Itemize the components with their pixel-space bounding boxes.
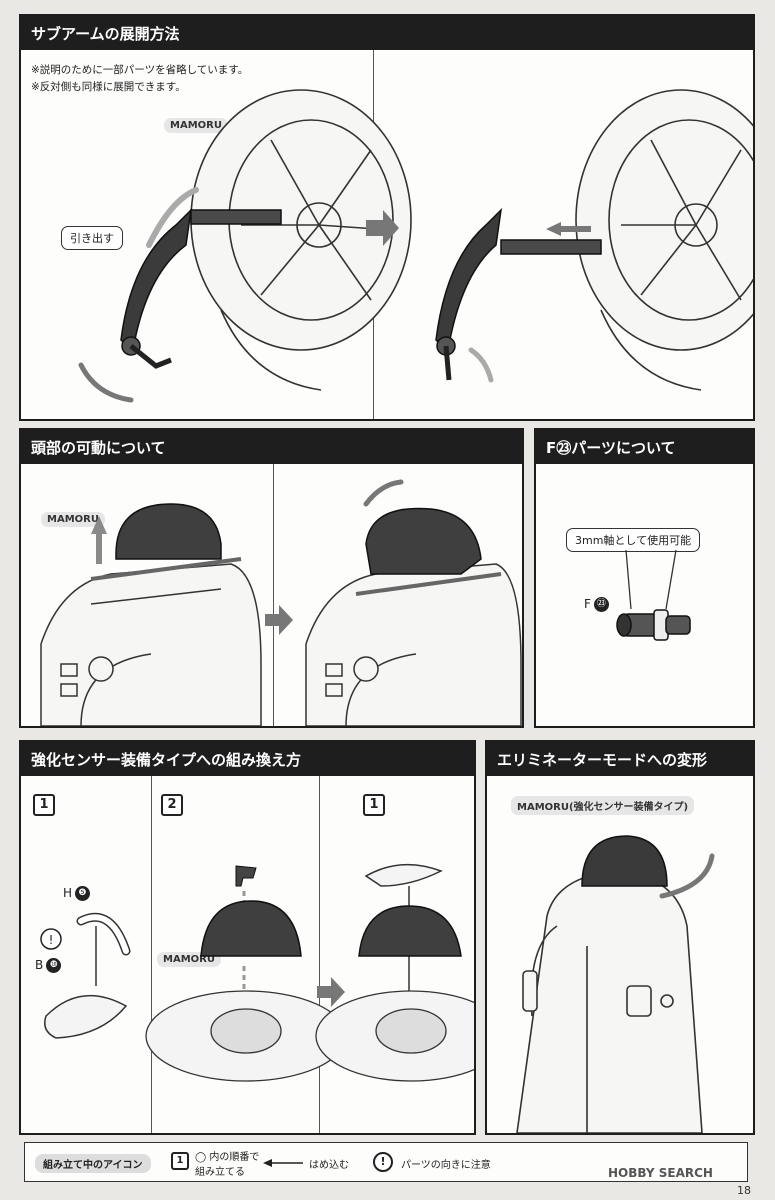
step-arrow-3 [317,977,345,1007]
sub-arm-panel: サブアームの展開方法 ※説明のために一部パーツを省略しています。 ※反対側も同様… [19,14,755,421]
head-mamoru-label: MAMORU [41,512,105,527]
head-rail-right [355,572,502,596]
sub-arm-note-1: ※説明のために一部パーツを省略しています。 [31,64,249,76]
insert-arrow-icon [263,1159,303,1167]
body-wheel-right [575,89,753,391]
tilt-arrow [363,479,404,507]
head-rail-left [90,557,242,581]
head-body-left [40,563,262,726]
sub-arm-mamoru-label: MAMORU [164,118,228,133]
dome-step3 [358,905,462,957]
part-b10-shape [44,994,128,1039]
sub-arm-note-2: ※反対側も同様に展開できます。 [31,81,186,93]
push-arrow [546,222,591,236]
legend-order-text-2: 組み立てる [195,1167,245,1178]
legend-order-text-1: ◯ 内の順番で [195,1152,260,1163]
sensor-illustration: ! [40,863,474,1082]
head-dome-right [365,507,482,575]
part-h-letter: H [63,886,73,900]
eliminator-illustration [516,835,715,1133]
eliminator-head [581,835,668,887]
eliminator-title: エリミネーターモードへの変形 [487,742,753,776]
watermark: HOBBY SEARCH [608,1166,713,1180]
legend-step-icon: 1 [171,1152,189,1170]
rotate-arrow-right [468,347,494,383]
caution-icon-step1: ! [40,928,62,950]
eliminator-body [516,870,703,1133]
body-wheel-left [190,89,412,391]
f23-shaft [616,609,691,641]
head-illustration [40,479,522,726]
sensor-divider-1 [151,776,152,1133]
base-step2 [145,990,347,1082]
icon-legend: 組み立て中のアイコン 1 ◯ 内の順番で 組み立てる はめ込む ! パーツの向き… [24,1142,748,1182]
page-number: 18 [737,1184,751,1197]
part-b-letter: B [35,958,44,972]
rotate-arrow-bottom [78,362,134,403]
f23-title: F㉓パーツについて [536,430,753,464]
legend-insert-text: はめ込む [309,1160,349,1171]
part-h-number: ❺ [75,886,91,901]
head-title: 頭部の可動について [21,430,522,464]
base-step3 [315,990,474,1082]
legend-caution-text: パーツの向きに注意 [401,1160,491,1171]
lift-arrow [91,516,107,564]
sub-arm-title-strip [291,16,753,50]
svg-text:!: ! [49,933,54,947]
sensor-title: 強化センサー装備タイプへの組み換え方 [21,742,474,776]
head-body-right [305,563,522,726]
sensor-step-3: 1 [363,794,385,816]
eliminator-mamoru-label: MAMORU(強化センサー装備タイプ) [511,796,695,815]
stalk-part [235,865,257,887]
sensor-divider-2 [319,776,320,1133]
dome-step2 [200,900,302,957]
step-arrow-1 [366,210,399,246]
eliminator-rotate-arrow [659,853,715,899]
sub-arm-left [120,207,282,369]
sensor-step-2: 2 [161,794,183,816]
part-b-number: ❿ [46,958,62,973]
rotate-arrow-top [146,187,199,248]
sub-arm-illustration [78,89,753,403]
legend-title: 組み立て中のアイコン [35,1154,151,1173]
head-panel: 頭部の可動について MAMORU [19,428,524,728]
f23-callout: 3mm軸として使用可能 [566,528,701,552]
sub-arm-right [435,207,602,381]
eliminator-panel: エリミネーターモードへの変形 MAMORU(強化センサー装備タイプ) [485,740,755,1135]
f23-part-number: ㉓ [593,597,609,612]
step-arrow-2 [265,605,293,635]
sensor-cap [364,863,443,887]
sub-arm-pull-callout: 引き出す [61,226,123,250]
f23-illustration [616,549,691,641]
head-dome-left [115,503,222,560]
head-divider [273,464,274,726]
f23-part-letter: F [584,597,591,611]
sub-arm-title: サブアームの展開方法 [21,16,301,50]
legend-caution-icon: ! [373,1152,393,1172]
sensor-step-1: 1 [33,794,55,816]
